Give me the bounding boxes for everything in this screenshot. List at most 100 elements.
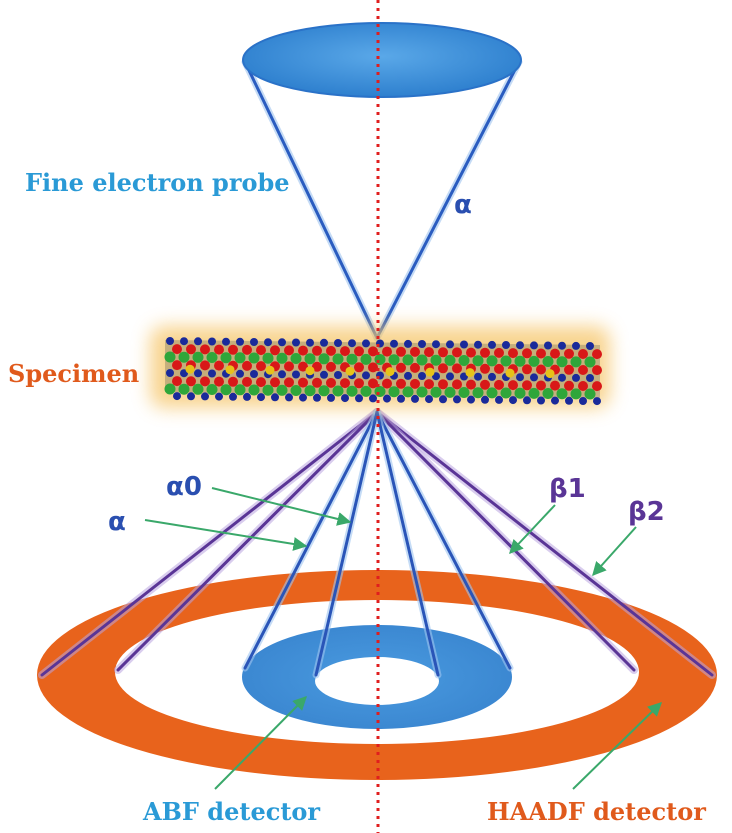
atom	[318, 353, 330, 365]
atom	[306, 338, 314, 347]
atom	[243, 392, 251, 401]
atom	[312, 377, 322, 388]
atom	[285, 393, 293, 402]
atom	[564, 348, 574, 359]
atom	[578, 381, 588, 391]
atom	[382, 378, 392, 389]
atom	[396, 362, 406, 373]
atom	[586, 342, 594, 350]
atom	[340, 378, 350, 389]
atom	[225, 365, 235, 375]
atom	[466, 347, 476, 358]
atom	[494, 363, 504, 374]
atom	[424, 347, 434, 358]
atom	[410, 378, 420, 389]
atom	[368, 362, 378, 373]
atom	[579, 397, 587, 405]
atom	[508, 348, 518, 359]
atom	[312, 345, 322, 356]
atom	[578, 365, 588, 375]
pointer-arrows	[144, 487, 663, 790]
atom	[537, 396, 545, 405]
beta1-arrow	[509, 504, 556, 555]
atom	[200, 344, 210, 355]
atom	[472, 387, 484, 399]
atom	[458, 387, 470, 398]
alpha-cone	[241, 408, 514, 672]
atom	[530, 341, 538, 350]
fine-probe-label: Fine electron probe	[25, 168, 290, 197]
atom	[186, 376, 196, 387]
atom	[214, 344, 224, 355]
atom	[326, 345, 336, 356]
atom	[542, 388, 554, 399]
atom	[382, 346, 392, 357]
atom	[348, 339, 356, 348]
atom	[536, 348, 546, 359]
atom	[200, 376, 210, 387]
atom	[362, 371, 370, 380]
atom	[194, 369, 202, 378]
atom	[558, 373, 566, 382]
atom	[466, 379, 476, 390]
atom	[430, 354, 442, 366]
atom	[360, 353, 372, 365]
atom	[374, 386, 386, 397]
atom	[354, 378, 364, 389]
atom	[234, 352, 246, 364]
atom	[185, 364, 195, 374]
atom	[396, 346, 406, 357]
haadf-detector-label: HAADF detector	[487, 797, 706, 826]
atom	[488, 340, 496, 349]
atom	[228, 344, 238, 355]
atom	[550, 348, 560, 359]
atom	[242, 344, 252, 355]
atom	[262, 384, 274, 396]
atom	[236, 369, 244, 378]
atom	[220, 384, 232, 396]
atom	[166, 337, 174, 345]
atom	[564, 364, 574, 375]
atom	[354, 346, 364, 357]
atom	[215, 392, 223, 401]
atom	[396, 378, 406, 389]
atom	[264, 338, 272, 347]
atom	[494, 379, 504, 390]
atom	[438, 347, 448, 358]
abf-detector-label: ABF detector	[142, 797, 320, 826]
atom	[514, 355, 526, 367]
alpha0-arrow	[211, 487, 352, 526]
atom	[544, 341, 552, 350]
atom	[494, 347, 504, 358]
atom	[556, 388, 568, 400]
atom	[355, 394, 363, 403]
atom	[326, 377, 336, 388]
atom	[262, 352, 274, 364]
atom	[206, 352, 218, 363]
atom	[486, 387, 498, 399]
atom	[292, 338, 300, 347]
atom	[374, 354, 386, 365]
atom	[194, 337, 202, 346]
beta1-label: β1	[549, 474, 586, 504]
specimen	[150, 326, 610, 408]
atom	[458, 355, 470, 366]
atom	[474, 340, 482, 349]
atom	[488, 372, 496, 381]
haadf-detector	[37, 570, 717, 780]
atom	[250, 370, 258, 378]
atom	[298, 377, 308, 388]
atom	[480, 379, 490, 390]
atom	[341, 394, 349, 403]
atom	[472, 355, 484, 367]
atom	[332, 385, 344, 397]
atom	[192, 351, 204, 363]
atom	[495, 395, 503, 404]
atom	[234, 384, 246, 396]
atom	[313, 393, 321, 402]
atom	[173, 392, 181, 401]
atom	[200, 360, 210, 371]
atom	[424, 379, 434, 390]
beta1-cone	[114, 408, 638, 674]
atom	[397, 394, 405, 403]
